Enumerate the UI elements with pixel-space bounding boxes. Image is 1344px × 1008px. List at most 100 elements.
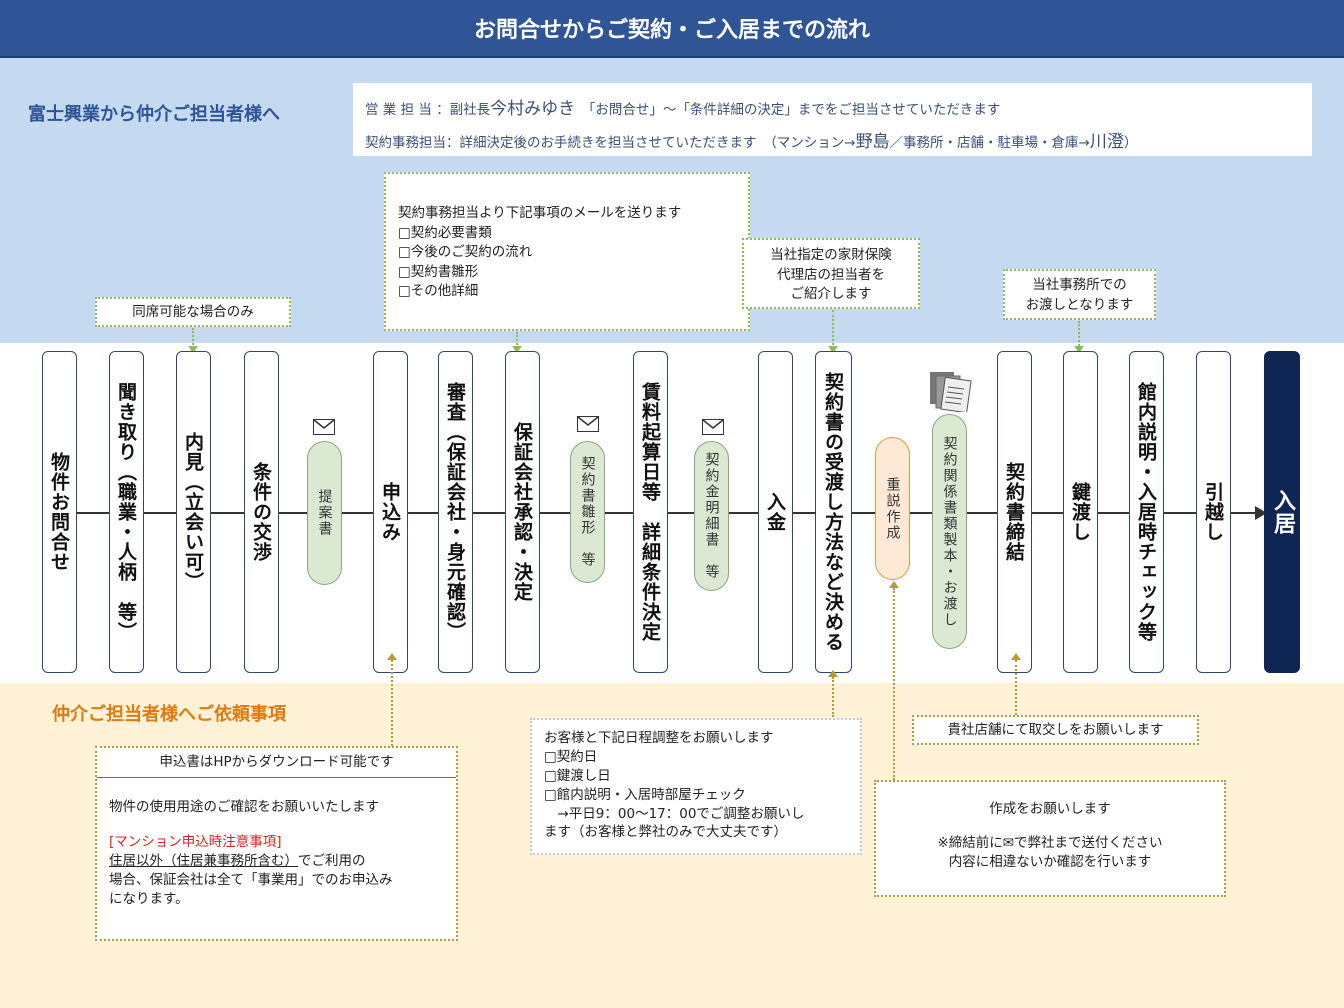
application-warning-underlined: 住居以外（住居兼事務所含む）	[109, 852, 298, 869]
note-mail: 契約事務担当より下記事項のメールを送ります □契約必要書類 □今後のご契約の流れ…	[384, 172, 750, 331]
schedule-time: ます（お客様と弊社のみで大丈夫です）	[544, 824, 787, 841]
staff-line-contract: 契約事務担当：詳細決定後のお手続きを担当させていただきます （マンション→野島／…	[365, 127, 1137, 152]
arrow-icon	[889, 581, 899, 588]
explanation-line: 内容に相違ないか確認を行います	[948, 854, 1152, 871]
connector-line	[391, 660, 393, 746]
step-label: 物件お問合せ	[48, 452, 70, 572]
arrow-icon	[188, 346, 198, 353]
envelope-icon	[702, 419, 724, 435]
step-detail-decision: 賃料起算日等 詳細条件決定	[633, 351, 668, 673]
step-label: 入金	[764, 492, 786, 532]
note-office: 当社事務所での お渡しとなります	[1003, 269, 1156, 320]
note-mail-item: □その他詳細	[398, 283, 479, 300]
sales-name: 今村みゆき	[490, 99, 576, 119]
note-insurance-line: 当社指定の家財保険	[770, 247, 892, 263]
staff-info-box: 営 業 担 当 ：副社長今村みゆき 「お問合せ」～「条件詳細の決定」までをご担当…	[353, 83, 1312, 156]
step-application: 申込み	[373, 351, 408, 673]
step-label: 保証会社承認・決定	[511, 422, 533, 602]
note-mail-item: □契約必要書類	[398, 224, 492, 241]
step-inquiry: 物件お問合せ	[42, 351, 77, 673]
page-title: お問合せからご契約・ご入居までの流れ	[0, 0, 1344, 58]
step-label: 審査（保証会社・身元確認）	[444, 382, 466, 642]
application-warning-text: 場合、保証会社は全て「事業用」でのお申込み	[109, 871, 393, 888]
step-moving: 引越し	[1196, 351, 1231, 673]
schedule-item: □鍵渡し日	[544, 767, 611, 784]
step-label: 内見（立会い可）	[182, 432, 204, 592]
documents-icon	[928, 370, 972, 414]
schedule-intro: お客様と下記日程調整をお願いします	[544, 730, 774, 746]
note-mail-item: □今後のご契約の流れ	[398, 244, 533, 261]
note-office-line: お渡しとなります	[1025, 296, 1134, 313]
note-attend: 同席可能な場合のみ	[95, 297, 291, 327]
step-label: 引越し	[1202, 482, 1224, 542]
arrow-icon	[1074, 346, 1084, 353]
sales-desc: 「お問合せ」～「条件詳細の決定」までをご担当させていただきます	[575, 102, 1001, 118]
arrow-icon	[512, 346, 522, 353]
step-negotiation: 条件の交渉	[244, 351, 279, 673]
sales-role: 営 業 担 当 ：副社長	[365, 102, 491, 118]
arrow-icon	[1011, 653, 1021, 660]
step-label: 入居	[1270, 489, 1295, 535]
arrow-icon	[828, 346, 838, 353]
application-usage-text: 物件の使用用途のご確認をお願いいたします	[109, 799, 379, 815]
doc-important-explanation: 重説作成	[875, 437, 910, 580]
note-insurance-line: 代理店の担当者を	[777, 266, 885, 283]
connector-line	[1078, 321, 1080, 349]
schedule-time: →平日9：00～17：00でご調整お願いし	[544, 805, 805, 822]
note-office-line: 当社事務所での	[1032, 277, 1127, 293]
step-contract-signing: 契約書締結	[997, 351, 1032, 673]
note-mail-item: □契約書雛形	[398, 263, 479, 280]
doc-label: 提案書	[316, 489, 333, 537]
step-key-handover: 鍵渡し	[1063, 351, 1098, 673]
note-insurance: 当社指定の家財保険 代理店の担当者を ご紹介します	[742, 238, 920, 309]
step-label: 契約書締結	[1003, 462, 1025, 562]
doc-proposal: 提案書	[307, 441, 342, 585]
step-building-explanation: 館内説明・入居時チェック等	[1129, 351, 1164, 673]
step-hearing: 聞き取り（職業・人柄 等）	[109, 351, 144, 673]
arrow-icon	[828, 670, 838, 677]
step-screening: 審査（保証会社・身元確認）	[438, 351, 473, 673]
envelope-icon	[313, 419, 335, 435]
schedule-item: □館内説明・入居時部屋チェック	[544, 786, 746, 803]
step-guarantor-approval: 保証会社承認・決定	[505, 351, 540, 673]
application-warning-text: でご利用の	[298, 852, 366, 869]
doc-contract-documents: 契約関係書類製本・お渡し	[932, 414, 967, 649]
note-insurance-line: ご紹介します	[790, 286, 872, 303]
step-label: 申込み	[379, 482, 401, 542]
step-label: 賃料起算日等 詳細条件決定	[639, 382, 661, 642]
application-box-header: 申込書はHPからダウンロード可能です	[97, 748, 456, 778]
step-payment: 入金	[758, 351, 793, 673]
exchange-note-text: 貴社店舗にて取交しをお願いします	[947, 722, 1164, 738]
doc-label: 重説作成	[884, 476, 901, 541]
connector-line	[832, 310, 834, 349]
step-label: 聞き取り（職業・人柄 等）	[115, 382, 137, 642]
step-move-in: 入居	[1264, 351, 1300, 673]
contract-role: 契約事務担当：詳細決定後のお手続きを担当させていただきます （マンション→	[365, 135, 856, 151]
connector-line	[893, 588, 895, 780]
step-contract-method: 契約書の受渡し方法など決める	[815, 351, 852, 673]
connector-line	[832, 677, 834, 717]
connector-line	[192, 328, 194, 348]
step-label: 条件の交渉	[250, 462, 272, 562]
top-section-heading: 富士興業から仲介ご担当者様へ	[28, 104, 280, 125]
staff-line-sales: 営 業 担 当 ：副社長今村みゆき 「お問合せ」～「条件詳細の決定」までをご担当…	[365, 94, 1000, 119]
doc-contract-template: 契約書雛形 等	[570, 441, 605, 583]
doc-payment-detail: 契約金明細書 等	[694, 441, 729, 591]
application-warning-title: [マンション申込時注意事項]	[109, 833, 282, 850]
note-mail-title: 契約事務担当より下記事項のメールを送ります	[398, 205, 682, 221]
schedule-item: □契約日	[544, 748, 598, 765]
step-label: 鍵渡し	[1069, 482, 1091, 542]
step-viewing: 内見（立会い可）	[176, 351, 211, 673]
exchange-note: 貴社店舗にて取交しをお願いします	[912, 715, 1199, 745]
doc-label: 契約書雛形 等	[579, 456, 596, 568]
contract-end: ）	[1123, 135, 1138, 151]
connector-line	[1015, 660, 1017, 715]
explanation-line: 作成をお願いします	[989, 801, 1111, 817]
explanation-box: 作成をお願いします ※締結前に✉で弊社まで送付ください 内容に相違ないか確認を行…	[874, 780, 1226, 897]
bottom-section-heading: 仲介ご担当者様へご依頼事項	[52, 704, 286, 725]
schedule-box: お客様と下記日程調整をお願いします □契約日 □鍵渡し日 □館内説明・入居時部屋…	[530, 718, 862, 855]
contract-name-office: 川澄	[1089, 132, 1124, 152]
explanation-line: ※締結前に✉で弊社まで送付ください	[937, 834, 1163, 851]
envelope-icon	[577, 416, 599, 432]
step-label: 契約書の受渡し方法など決める	[822, 372, 844, 652]
